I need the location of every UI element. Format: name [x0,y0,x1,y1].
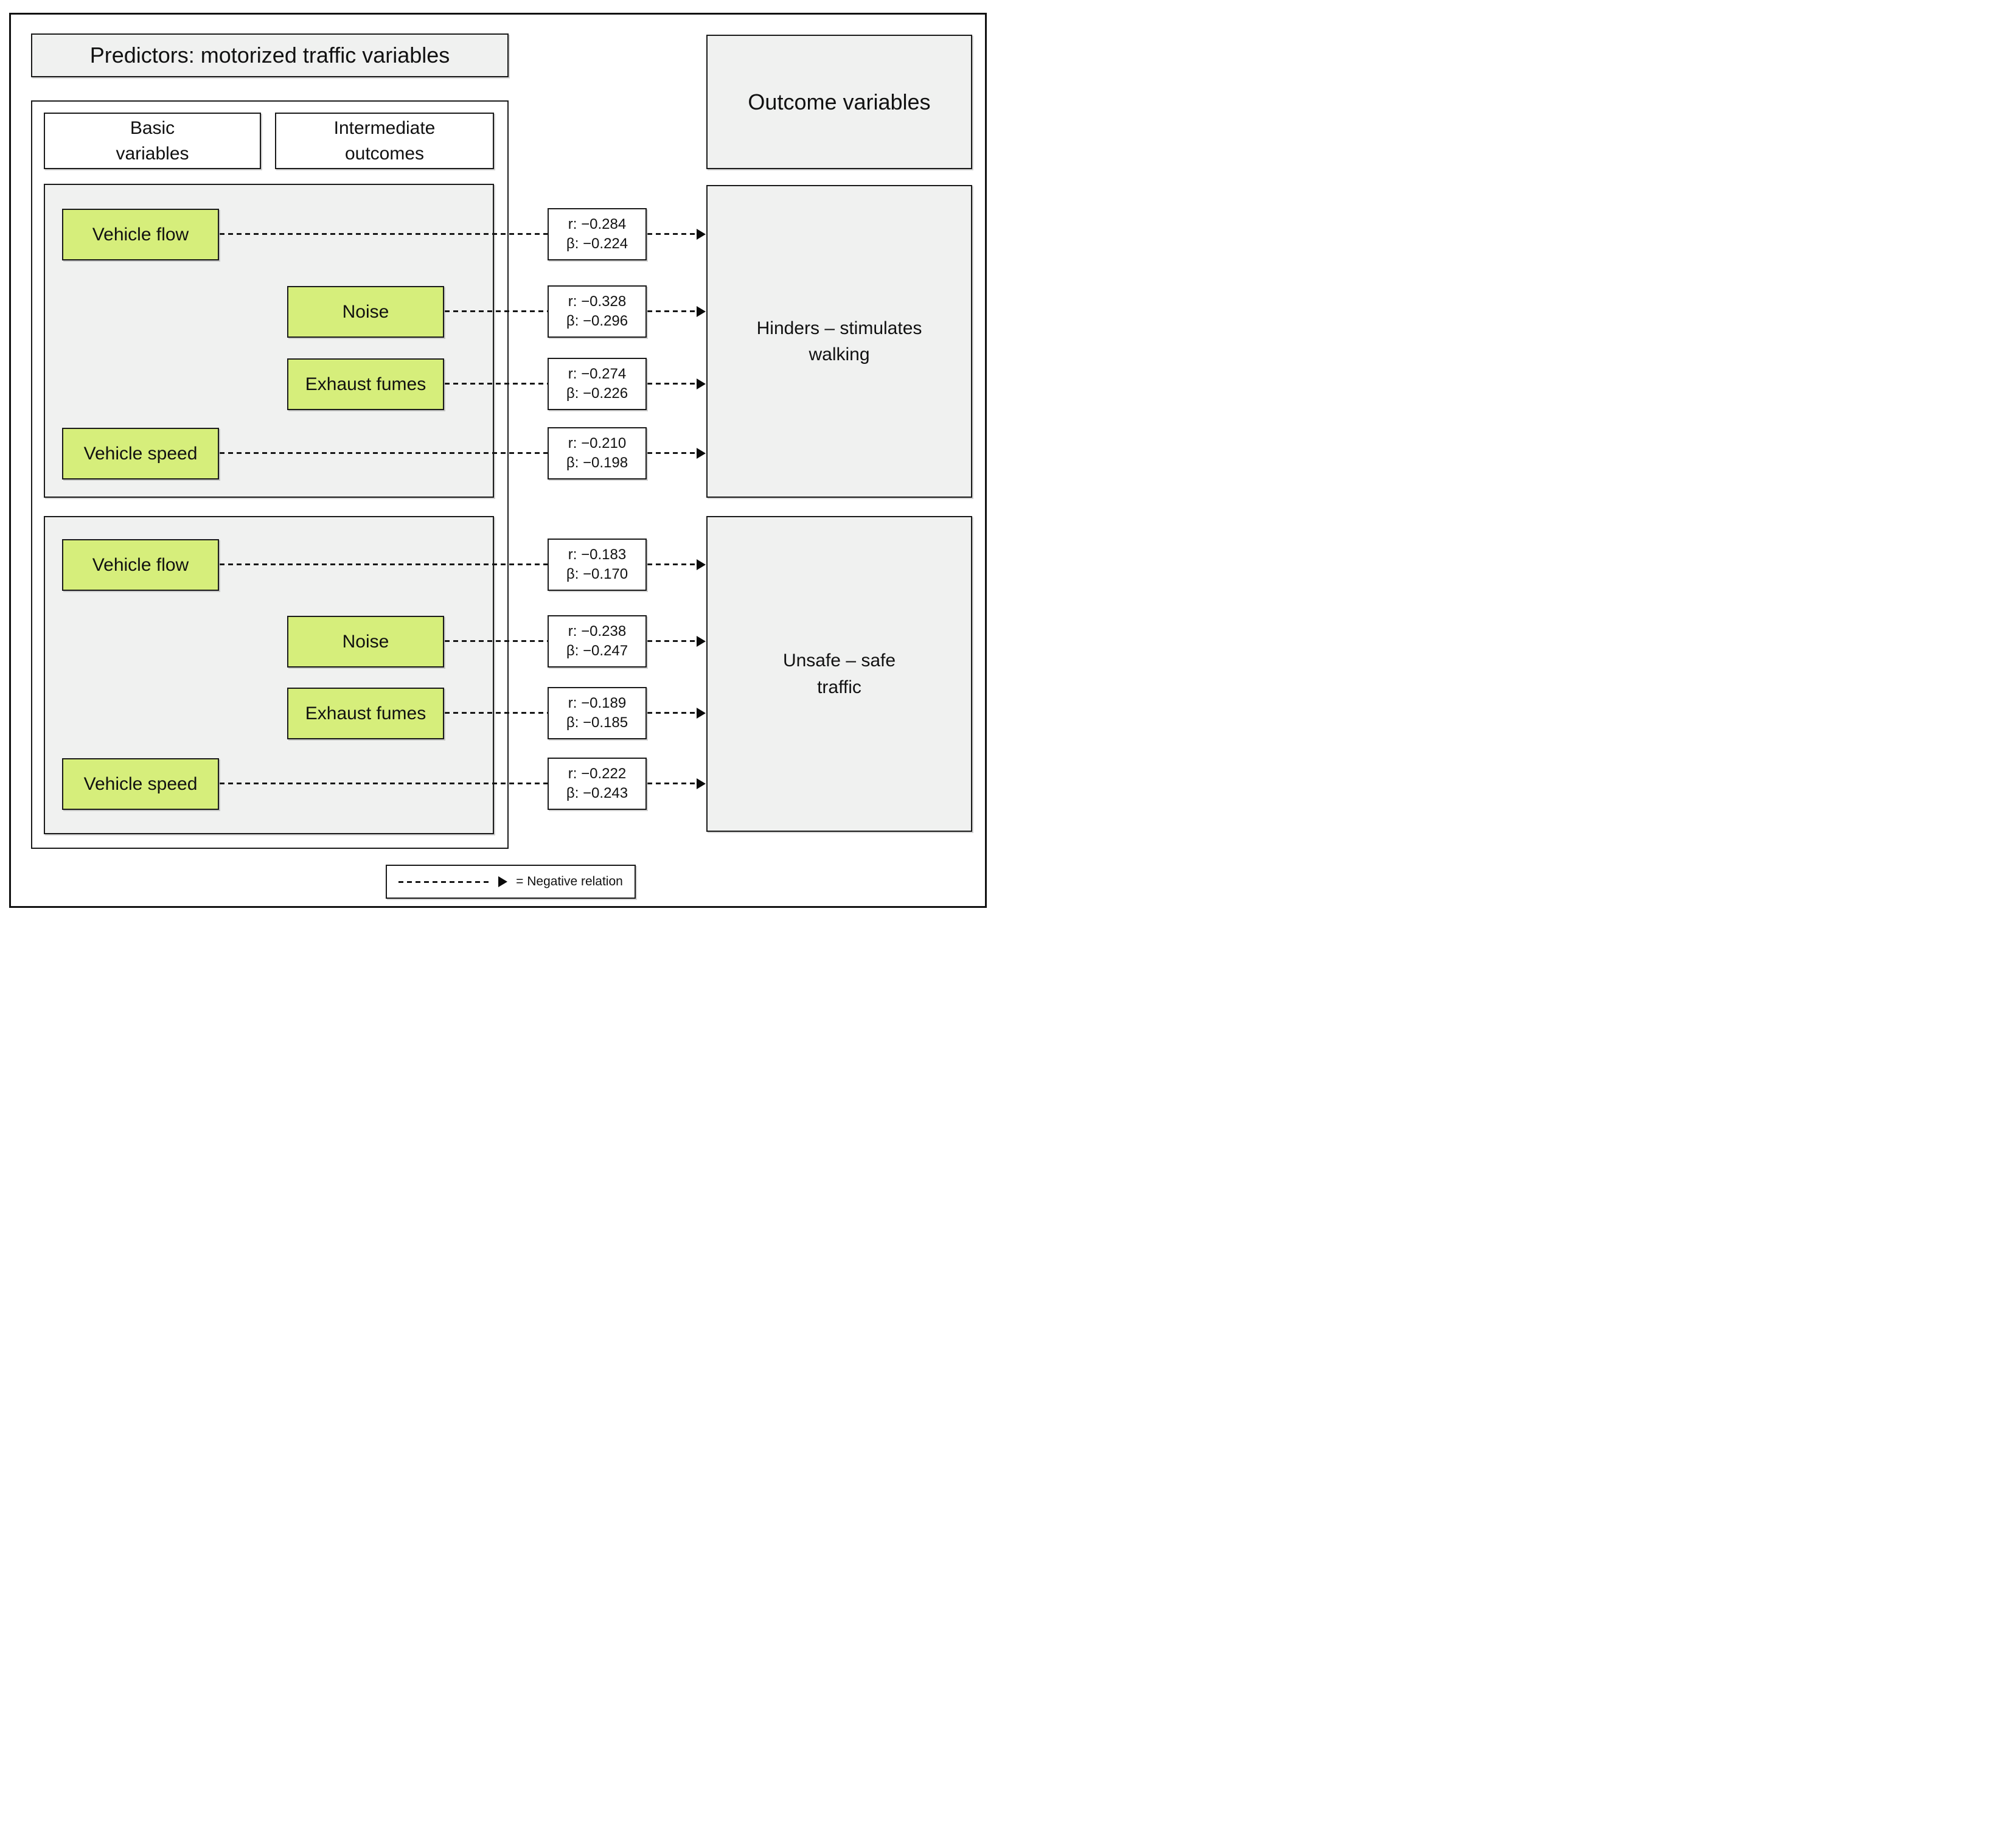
r-value: r: −0.222 [568,765,627,782]
dashed-connector-line [220,783,548,784]
vehicle-speed-box: Vehicle speed [62,428,219,479]
dashed-connector-line [445,712,548,714]
vehicle-speed-label: Vehicle speed [83,443,198,464]
dashed-connector-line [445,383,548,385]
vehicle-speed-label: Vehicle speed [83,773,198,794]
arrowhead-icon [697,778,706,789]
correlation-value-box: r: −0.183 β: −0.170 [548,539,647,591]
correlation-value-box: r: −0.284 β: −0.224 [548,208,647,260]
beta-value: β: −0.185 [566,714,628,731]
dashed-connector-line [445,310,548,312]
outcome-variables-header-label: Outcome variables [748,89,931,114]
dashed-connector-line [647,310,697,312]
diagram-canvas: Predictors: motorized traffic variables … [0,0,1002,924]
outcome-box-unsafe-safe-traffic: Unsafe – safe traffic [706,516,972,832]
predictors-header-label: Predictors: motorized traffic variables [89,43,450,68]
beta-value: β: −0.170 [566,566,628,582]
dashed-connector-line [647,452,697,454]
dashed-connector-line [647,383,697,385]
exhaust-fumes-box: Exhaust fumes [287,688,444,739]
arrowhead-icon [697,378,706,389]
vehicle-flow-box: Vehicle flow [62,539,219,591]
exhaust-fumes-label: Exhaust fumes [305,374,426,394]
noise-label: Noise [342,631,389,652]
outcome-label-traffic-safety: Unsafe – safe traffic [782,650,896,697]
vehicle-flow-box: Vehicle flow [62,209,219,260]
vehicle-flow-label: Vehicle flow [92,224,189,245]
dashed-connector-line [220,563,548,565]
outcome-box-hinders-stimulates-walking: Hinders – stimulates walking [706,185,972,498]
dashed-connector-line [220,233,548,235]
correlation-value-box: r: −0.238 β: −0.247 [548,615,647,668]
exhaust-fumes-label: Exhaust fumes [305,703,426,724]
arrowhead-icon [697,306,706,317]
arrowhead-icon [697,448,706,459]
beta-value: β: −0.243 [566,785,628,801]
noise-label: Noise [342,301,389,322]
dashed-connector-line [647,563,697,565]
r-value: r: −0.284 [568,215,627,232]
vehicle-speed-box: Vehicle speed [62,758,219,810]
r-value: r: −0.210 [568,434,627,452]
r-value: r: −0.328 [568,293,627,310]
dashed-connector-line [647,783,697,784]
noise-box: Noise [287,616,444,668]
arrowhead-icon [697,708,706,719]
vehicle-flow-label: Vehicle flow [92,554,189,575]
r-value: r: −0.274 [568,365,627,382]
beta-value: β: −0.198 [566,455,628,471]
correlation-value-box: r: −0.222 β: −0.243 [548,758,647,810]
beta-value: β: −0.224 [566,235,628,252]
noise-box: Noise [287,286,444,338]
legend-arrowhead-icon [498,876,508,887]
dashed-connector-line [647,712,697,714]
legend-label: = Negative relation [516,874,623,888]
outcome-label-walking: Hinders – stimulates walking [756,318,922,365]
dashed-connector-line [647,640,697,642]
r-value: r: −0.189 [568,694,627,711]
dashed-connector-line [220,452,548,454]
correlation-value-box: r: −0.210 β: −0.198 [548,427,647,479]
beta-value: β: −0.296 [566,313,628,329]
arrowhead-icon [697,229,706,240]
arrowhead-icon [697,559,706,570]
r-value: r: −0.183 [568,546,627,563]
beta-value: β: −0.247 [566,643,628,659]
basic-variables-column-header: Basic variables [44,113,261,169]
correlation-value-box: r: −0.328 β: −0.296 [548,285,647,338]
correlation-value-box: r: −0.274 β: −0.226 [548,358,647,410]
r-value: r: −0.238 [568,622,627,640]
correlation-value-box: r: −0.189 β: −0.185 [548,687,647,739]
intermediate-outcomes-column-label: Intermediate outcomes [333,117,436,164]
basic-variables-column-label: Basic variables [116,117,189,164]
dashed-connector-line [647,233,697,235]
exhaust-fumes-box: Exhaust fumes [287,358,444,410]
legend-dashed-line [398,880,490,883]
legend-box: = Negative relation [386,865,636,899]
predictors-header-box: Predictors: motorized traffic variables [31,33,509,77]
intermediate-outcomes-column-header: Intermediate outcomes [275,113,494,169]
beta-value: β: −0.226 [566,385,628,402]
outcome-variables-header-box: Outcome variables [706,35,972,169]
dashed-connector-line [445,640,548,642]
arrowhead-icon [697,636,706,647]
